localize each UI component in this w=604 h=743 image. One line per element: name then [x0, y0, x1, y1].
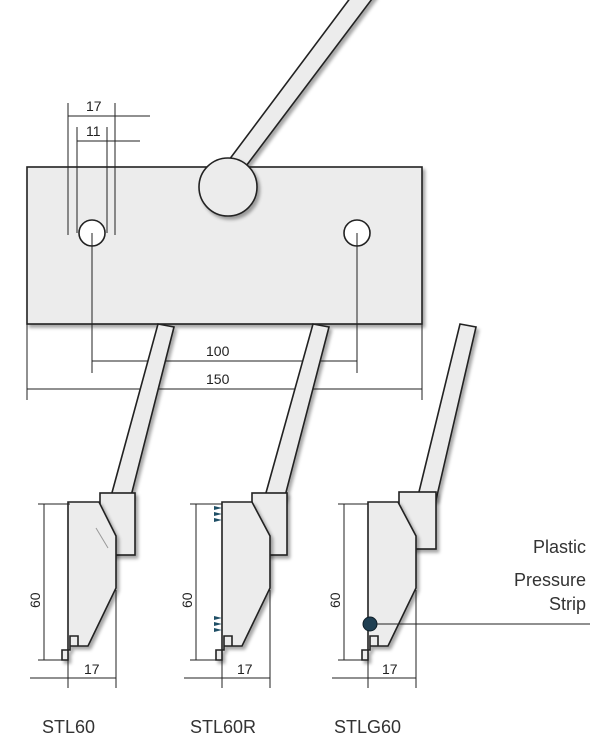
callout-line-3: Strip: [549, 594, 586, 614]
dim-60-profile-1: 60: [27, 592, 43, 608]
profile-handle: [108, 323, 175, 501]
dim-17-top: 17: [86, 98, 102, 114]
profile-label-stl60r: STL60R: [190, 717, 256, 737]
dim-60-profile-3: 60: [327, 592, 343, 608]
profile-label-stl60: STL60: [42, 717, 95, 737]
profile-stl60r: 60 17 STL60R: [179, 323, 330, 737]
profile-stl60: 60 17 STL60: [27, 323, 175, 737]
profile-stlg60: 60 17 STLG60: [327, 323, 590, 737]
dim-17-profile-3: 17: [382, 661, 398, 677]
profile-handle: [262, 323, 330, 501]
dim-17-profile-2: 17: [237, 661, 253, 677]
profile-label-stlg60: STLG60: [334, 717, 401, 737]
dim-11-top: 11: [86, 123, 101, 139]
dim-150: 150: [206, 371, 230, 387]
pressure-strip-dot: [362, 616, 378, 632]
callout-line-1: Plastic: [533, 537, 586, 557]
dimension-hole-sizes: [67, 103, 150, 235]
callout-line-2: Pressure: [514, 570, 586, 590]
top-view: 17 11 100 150: [26, 0, 423, 400]
pivot-circle: [198, 157, 258, 217]
serration-teeth: [214, 506, 222, 632]
profile-jaw: [61, 501, 117, 661]
profile-handle: [415, 323, 477, 501]
profile-jaw: [361, 501, 417, 661]
top-handle: [218, 0, 373, 184]
dim-17-profile-1: 17: [84, 661, 100, 677]
dim-60-profile-2: 60: [179, 592, 195, 608]
dimension-hole-spacing: [26, 233, 423, 400]
profile-jaw: [215, 501, 271, 661]
dim-100: 100: [206, 343, 230, 359]
